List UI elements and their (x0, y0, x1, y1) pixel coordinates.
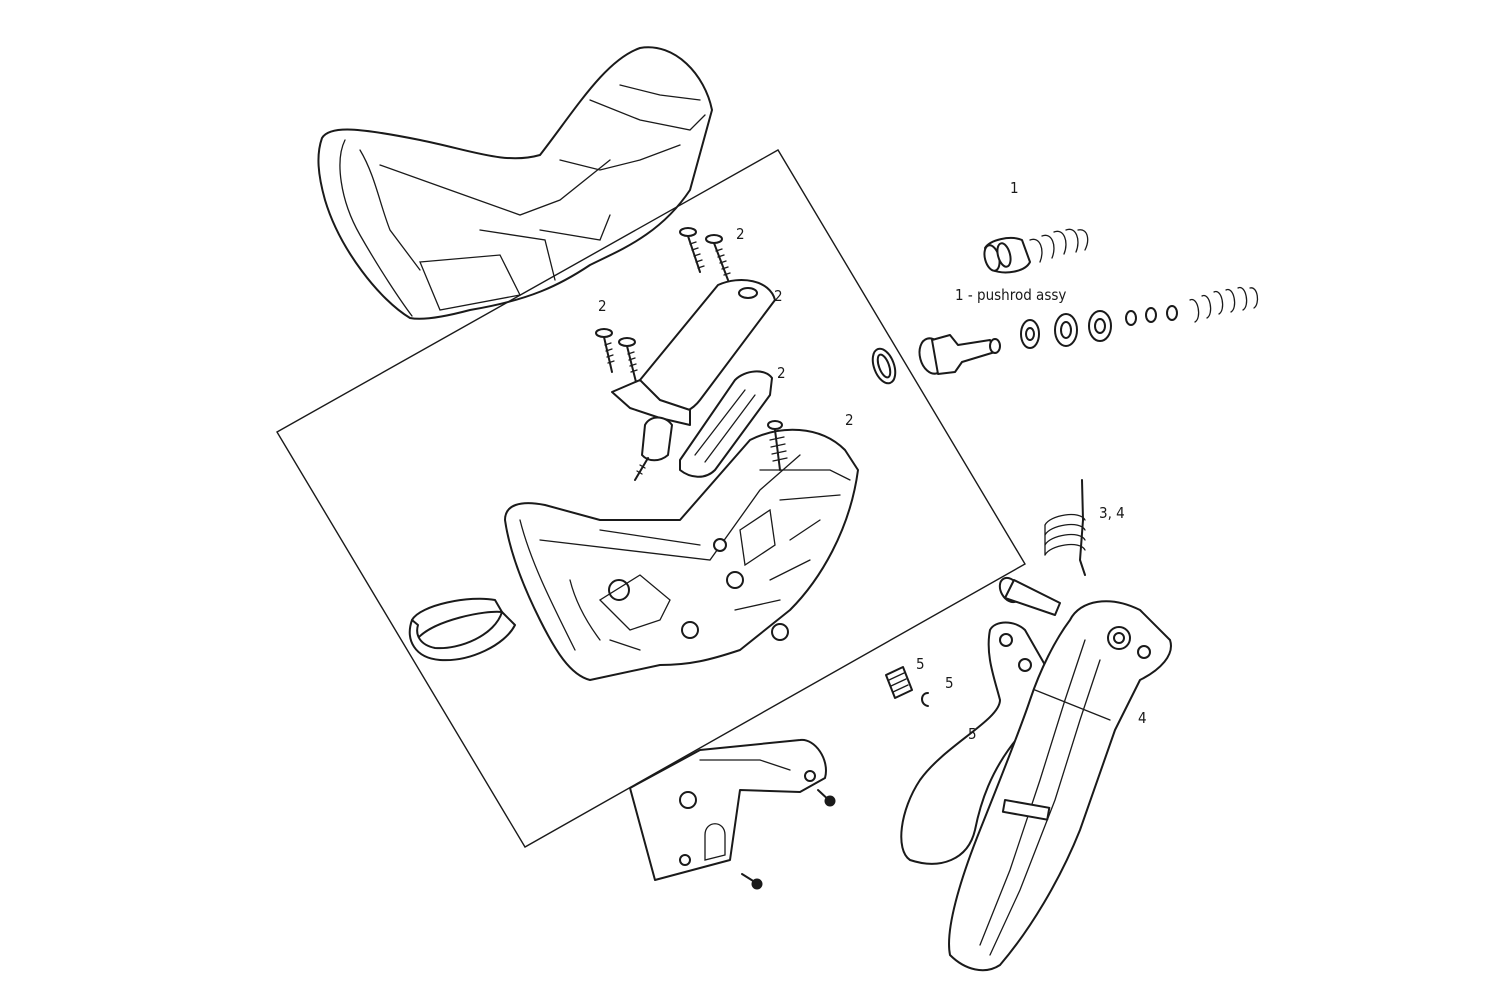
cover-screw-right (817, 789, 836, 807)
torsion-spring (1044, 479, 1086, 576)
set-screw (885, 666, 913, 699)
bolt-left-2 (618, 337, 638, 383)
callout-1-pushrod-assy: 1 - pushrod assy (955, 286, 1067, 304)
pushrod-assy-top (983, 228, 1089, 274)
bolt-top-left (679, 227, 705, 273)
callout-1: 1 (1010, 179, 1019, 197)
pushrod-parts (918, 286, 1259, 375)
brake-lever (948, 600, 1172, 972)
parts-frame (276, 149, 1026, 848)
reservoir-cover (629, 738, 827, 881)
callout-5-setscrew: 5 (916, 655, 925, 673)
callout-5-blade: 5 (968, 725, 977, 743)
callout-2-clamp-top: 2 (774, 287, 783, 305)
callout-2-bolt-left: 2 (598, 297, 607, 315)
clamp-mid (679, 370, 773, 478)
bolt-left-1 (595, 328, 615, 373)
bolt-top-right (705, 234, 731, 281)
clamp-bar (611, 279, 776, 426)
callout-3-4-spring: 3, 4 (1099, 504, 1125, 522)
lever-body (504, 428, 859, 681)
pivot-pin (998, 576, 1061, 616)
callout-5-clip: 5 (945, 674, 954, 692)
callout-2-clamp-mid: 2 (777, 364, 786, 382)
body-spring (767, 420, 788, 471)
bleed-fitting (634, 416, 673, 481)
callout-4-lever: 4 (1138, 709, 1147, 727)
hood-cover (317, 46, 713, 320)
c-clip (921, 692, 929, 707)
handlebar-band (408, 597, 516, 662)
callout-2-body: 2 (845, 411, 854, 429)
cover-screw-bottom (741, 873, 763, 890)
callout-2-bolt-top: 2 (736, 225, 745, 243)
